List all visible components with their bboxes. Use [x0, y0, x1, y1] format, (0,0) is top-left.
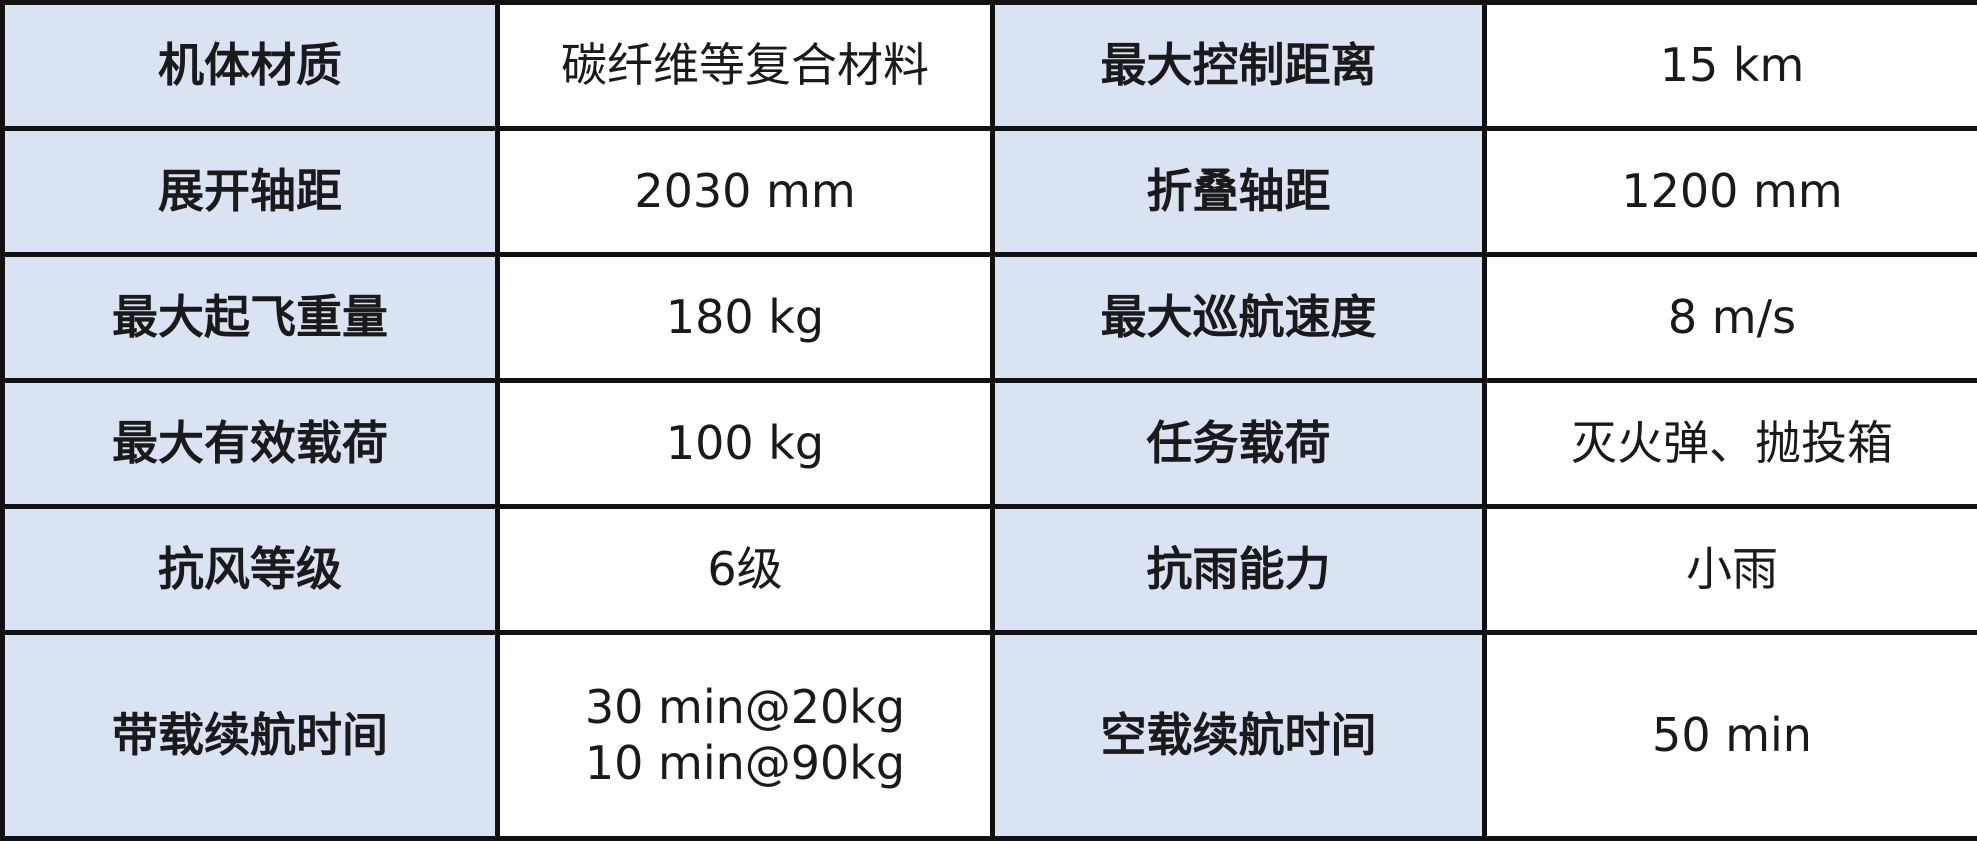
value-cell: 1200 mm [1485, 129, 1977, 255]
label-cell: 空载续航时间 [993, 633, 1485, 839]
value-cell: 2030 mm [498, 129, 993, 255]
label-cell: 任务载荷 [993, 381, 1485, 507]
value-cell: 30 min@20kg 10 min@90kg [498, 633, 993, 839]
value-cell: 180 kg [498, 255, 993, 381]
label-cell: 展开轴距 [3, 129, 498, 255]
value-cell: 100 kg [498, 381, 993, 507]
label-cell: 抗风等级 [3, 507, 498, 633]
table-row: 最大有效载荷 100 kg 任务载荷 灭火弹、抛投箱 [3, 381, 1977, 507]
value-cell: 8 m/s [1485, 255, 1977, 381]
table-row: 机体材质 碳纤维等复合材料 最大控制距离 15 km [3, 3, 1977, 129]
value-cell: 50 min [1485, 633, 1977, 839]
value-line: 30 min@20kg [500, 680, 990, 735]
label-cell: 最大巡航速度 [993, 255, 1485, 381]
table-row: 最大起飞重量 180 kg 最大巡航速度 8 m/s [3, 255, 1977, 381]
label-cell: 抗雨能力 [993, 507, 1485, 633]
table-row: 展开轴距 2030 mm 折叠轴距 1200 mm [3, 129, 1977, 255]
label-cell: 机体材质 [3, 3, 498, 129]
value-cell: 15 km [1485, 3, 1977, 129]
value-cell: 碳纤维等复合材料 [498, 3, 993, 129]
table-row: 带载续航时间 30 min@20kg 10 min@90kg 空载续航时间 50… [3, 633, 1977, 839]
label-cell: 带载续航时间 [3, 633, 498, 839]
label-cell: 折叠轴距 [993, 129, 1485, 255]
label-cell: 最大有效载荷 [3, 381, 498, 507]
value-line: 10 min@90kg [500, 736, 990, 791]
value-cell: 小雨 [1485, 507, 1977, 633]
label-cell: 最大控制距离 [993, 3, 1485, 129]
label-cell: 最大起飞重量 [3, 255, 498, 381]
value-cell: 6级 [498, 507, 993, 633]
value-cell: 灭火弹、抛投箱 [1485, 381, 1977, 507]
table-row: 抗风等级 6级 抗雨能力 小雨 [3, 507, 1977, 633]
